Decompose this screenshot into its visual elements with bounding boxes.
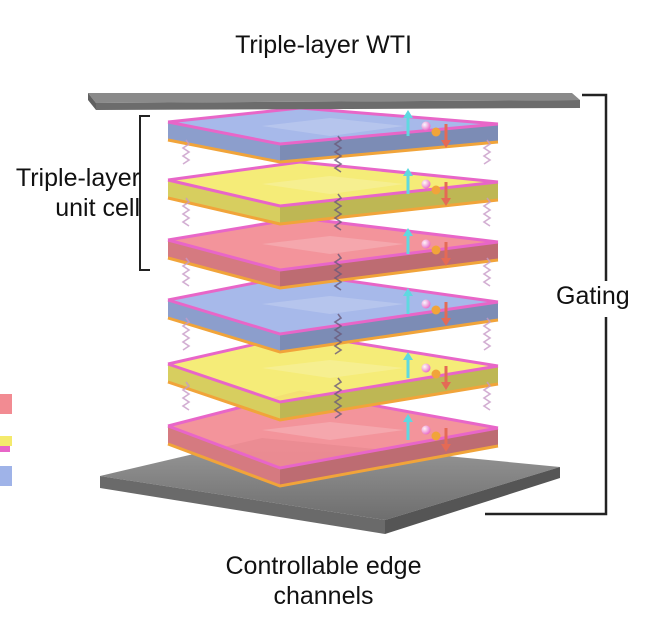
electron-ball bbox=[421, 299, 431, 309]
layer-top-face bbox=[168, 108, 498, 144]
layer-side-right bbox=[280, 428, 498, 486]
spin-up-arrowhead bbox=[403, 228, 413, 236]
spin-up-arrowhead bbox=[403, 352, 413, 360]
edge-channel-top bbox=[167, 160, 499, 184]
layer-terrace bbox=[262, 176, 404, 194]
unit-cell-label: Triple-layer unit cell bbox=[0, 163, 140, 223]
coupling-wave bbox=[333, 193, 343, 231]
coupling-wave bbox=[181, 381, 191, 411]
edge-channel-bottom bbox=[167, 138, 499, 164]
edge-channel-bottom bbox=[167, 316, 499, 354]
electron-ball bbox=[431, 245, 441, 255]
spin-up-arrowhead bbox=[403, 110, 413, 118]
edge-channel-bottom bbox=[167, 442, 499, 488]
layer-side-left bbox=[168, 122, 280, 162]
coupling-wave bbox=[181, 139, 191, 165]
layer-5 bbox=[167, 332, 499, 422]
spin-down-arrowhead bbox=[441, 258, 451, 266]
spin-up-arrowhead bbox=[403, 414, 413, 422]
layer-side-right bbox=[280, 302, 498, 352]
caption-line2: channels bbox=[273, 582, 374, 610]
layer-terrace bbox=[262, 296, 404, 314]
edge-channel-front bbox=[167, 178, 499, 208]
spin-down-arrowhead bbox=[441, 140, 451, 148]
layer-side-left bbox=[168, 300, 280, 352]
electron-ball bbox=[421, 363, 431, 373]
electron-ball bbox=[421, 425, 431, 435]
unit-cell-label-line1: Triple-layer bbox=[15, 164, 140, 192]
gating-bracket bbox=[485, 93, 608, 516]
electron-ball bbox=[431, 369, 441, 379]
coupling-wave bbox=[333, 377, 343, 419]
electron-ball bbox=[421, 239, 431, 249]
layer-2 bbox=[167, 160, 499, 226]
caption-line1: Controllable edge bbox=[225, 552, 422, 580]
edge-channel-bottom bbox=[167, 380, 499, 422]
electron-ball bbox=[421, 179, 431, 189]
layer-side-left bbox=[168, 426, 280, 486]
layer-top-face bbox=[168, 218, 498, 270]
diagram-title: Triple-layer WTI bbox=[235, 31, 412, 59]
edge-channel-bottom bbox=[167, 256, 499, 290]
spin-down-arrowhead bbox=[441, 198, 451, 206]
spin-up-arrowhead bbox=[403, 288, 413, 296]
layer-1 bbox=[167, 106, 499, 164]
layer-side-right bbox=[280, 242, 498, 288]
electron-ball bbox=[431, 127, 441, 137]
top-gate bbox=[88, 93, 580, 110]
layer-side-right bbox=[280, 182, 498, 224]
edge-channel-bottom bbox=[167, 196, 499, 226]
gating-label: Gating bbox=[556, 282, 630, 310]
edge-channel-front bbox=[167, 238, 499, 272]
layer-terrace bbox=[262, 422, 404, 440]
layer-top-face bbox=[168, 334, 498, 402]
layer-side-left bbox=[168, 364, 280, 420]
coupling-wave bbox=[482, 197, 492, 227]
coupling-wave bbox=[181, 197, 191, 227]
spin-down-arrowhead bbox=[441, 382, 451, 390]
unit-cell-bracket bbox=[139, 115, 150, 271]
electron-ball bbox=[431, 305, 441, 315]
layer-top-face bbox=[168, 274, 498, 334]
coupling-wave bbox=[482, 317, 492, 351]
layer-terrace bbox=[262, 236, 404, 254]
caption: Controllable edge channels bbox=[0, 551, 647, 611]
unit-cell-label-line2: unit cell bbox=[55, 194, 140, 222]
coupling-wave bbox=[333, 253, 343, 291]
side-legend bbox=[0, 394, 12, 486]
electron-ball bbox=[431, 185, 441, 195]
layer-stack bbox=[167, 106, 499, 488]
spin-down-arrowhead bbox=[441, 318, 451, 326]
edge-channel-front bbox=[167, 362, 499, 404]
layer-terrace bbox=[262, 360, 404, 378]
coupling-wave bbox=[181, 257, 191, 287]
layer-side-left bbox=[168, 180, 280, 224]
layer-side-left bbox=[168, 240, 280, 288]
layer-4 bbox=[167, 272, 499, 354]
spin-up-arrowhead bbox=[403, 168, 413, 176]
coupling-wave bbox=[333, 135, 343, 173]
layer-top-face bbox=[168, 162, 498, 206]
spin-down-arrowhead bbox=[441, 444, 451, 452]
electron-ball bbox=[421, 121, 431, 131]
layer-3 bbox=[167, 216, 499, 290]
coupling-wave bbox=[482, 139, 492, 165]
layer-side-right bbox=[280, 366, 498, 420]
edge-channel-front bbox=[167, 120, 499, 146]
coupling-wave bbox=[181, 317, 191, 351]
coupling-wave bbox=[482, 257, 492, 287]
coupling-wave bbox=[333, 313, 343, 355]
layer-terrace bbox=[262, 118, 404, 136]
edge-channel-front bbox=[167, 424, 499, 470]
coupling-wave bbox=[482, 381, 492, 411]
electron-ball bbox=[431, 431, 441, 441]
edge-channel-front bbox=[167, 298, 499, 336]
